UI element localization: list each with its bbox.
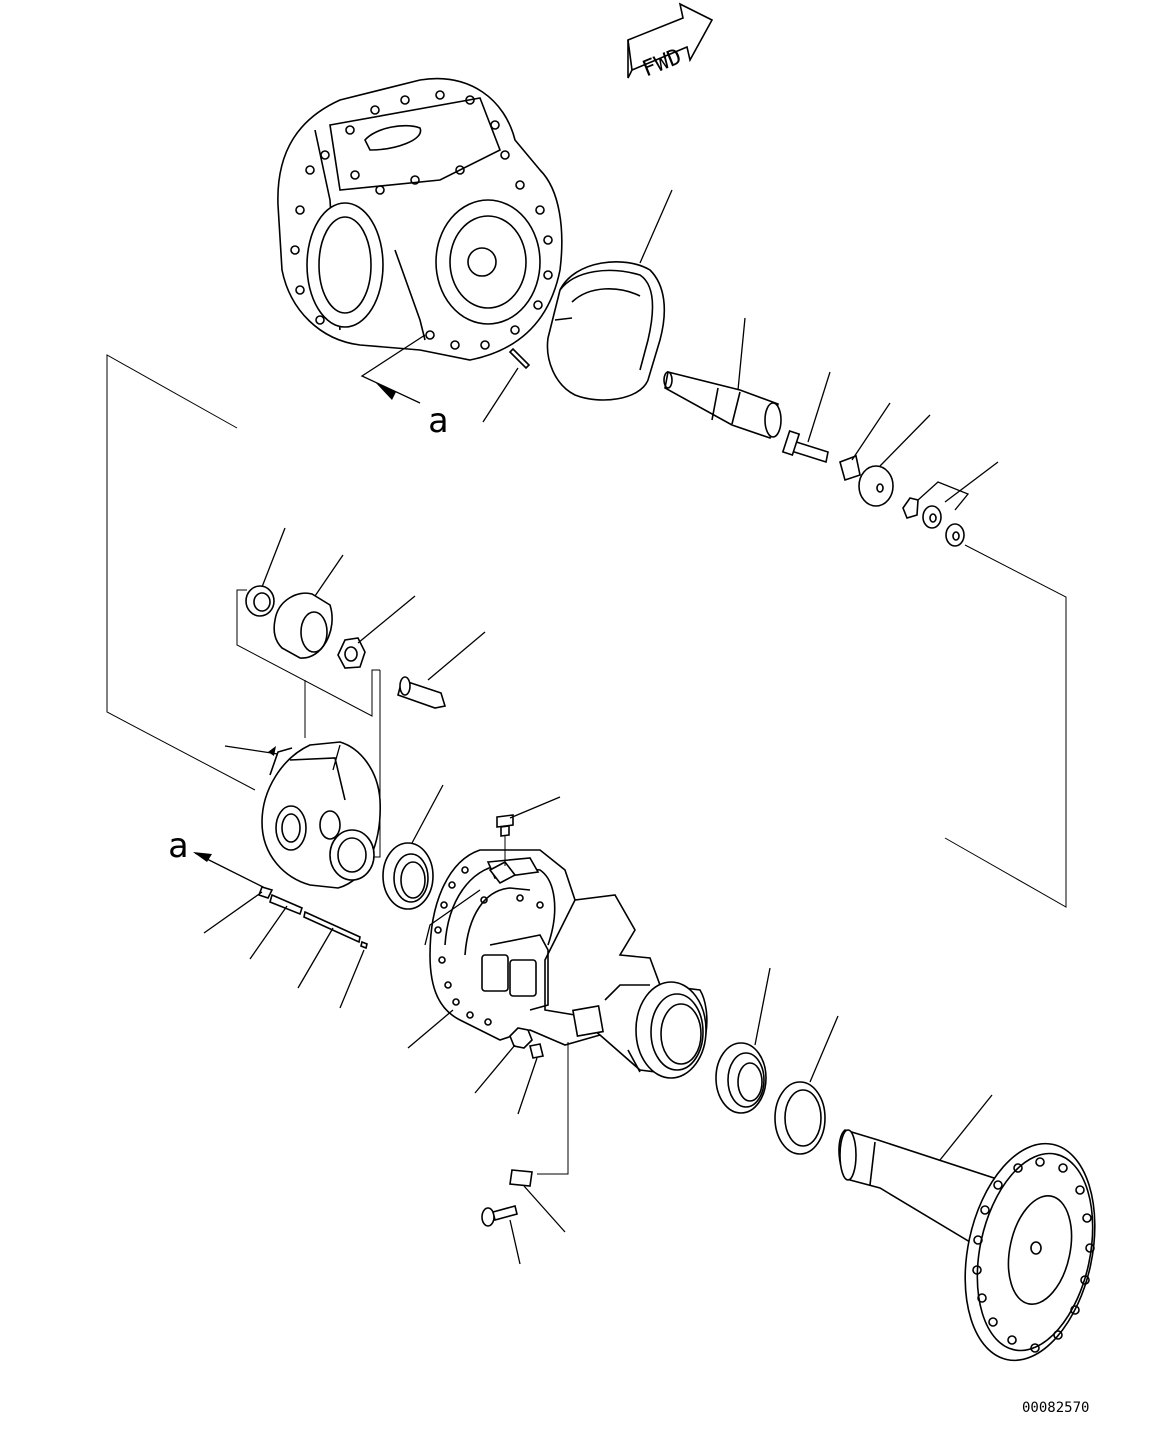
rivet-screw <box>481 1205 521 1265</box>
reference-arrow-top: a <box>360 334 448 441</box>
flange-bolt-holes <box>972 1157 1095 1353</box>
name-plate <box>509 1042 569 1233</box>
filler-plug <box>496 796 561 866</box>
reference-arrow-left: a <box>168 826 266 889</box>
spacer-ring <box>774 1015 839 1155</box>
upper-shaft <box>663 317 782 440</box>
lock-plate <box>839 402 891 482</box>
wheel-bearing <box>715 967 771 1114</box>
roller-pin <box>397 631 486 709</box>
ring-collar <box>546 189 673 401</box>
fwd-direction-marker: FWD <box>627 2 714 82</box>
drawing-number: 00082570 <box>1022 1400 1089 1416</box>
cross-pins <box>203 886 368 1009</box>
axle-shaft <box>838 1094 1096 1362</box>
ref-mark-left: a <box>168 826 188 866</box>
drain-plug <box>517 1043 544 1115</box>
final-drive-housing <box>407 849 708 1079</box>
axle-housing <box>277 77 563 361</box>
flange-bolts <box>434 866 544 1026</box>
oil-seal <box>382 784 444 910</box>
dowel-pin <box>482 347 531 423</box>
drain-nut <box>474 1027 533 1094</box>
housing-bolts <box>290 90 553 350</box>
bearing-cone <box>273 554 344 659</box>
hex-nut <box>337 595 416 669</box>
shim-washers <box>902 461 999 547</box>
assembly-bracket-lines <box>106 354 1067 908</box>
bearing-cup <box>245 527 286 617</box>
bolt <box>781 371 831 464</box>
ref-mark-top: a <box>428 401 448 441</box>
thrust-washer <box>858 414 931 507</box>
differential-case <box>224 741 381 889</box>
